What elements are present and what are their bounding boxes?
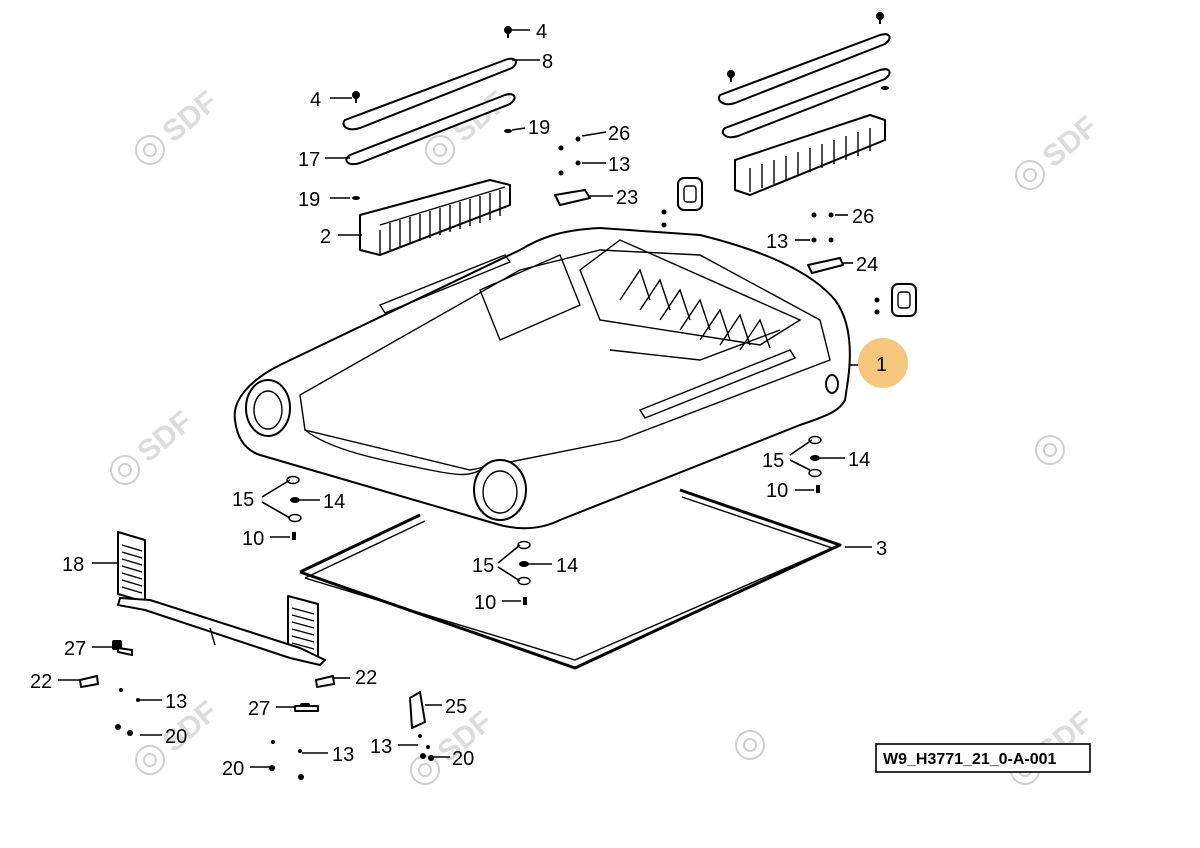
- callout-25[interactable]: 25: [445, 696, 467, 718]
- callout-19[interactable]: 19: [298, 189, 320, 211]
- filter-element-right[interactable]: [734, 114, 886, 196]
- clip-bracket-right[interactable]: [891, 283, 917, 317]
- callout-20[interactable]: 20: [452, 748, 474, 770]
- bracket-part-24[interactable]: [807, 257, 844, 274]
- callout-10[interactable]: 10: [766, 480, 788, 502]
- callout-22[interactable]: 22: [30, 671, 52, 693]
- callout-20[interactable]: 20: [165, 726, 187, 748]
- callout-2[interactable]: 2: [320, 226, 331, 248]
- callout-14[interactable]: 14: [556, 555, 578, 577]
- svg-text:SDF: SDF: [1037, 110, 1104, 174]
- drawing-reference-code: W9_H3771_21_0-A-001: [883, 751, 1057, 768]
- bracket-part-23[interactable]: [554, 189, 591, 206]
- mount-bracket-part-25[interactable]: [409, 691, 426, 729]
- callout-13[interactable]: 13: [332, 744, 354, 766]
- callout-15[interactable]: 15: [232, 489, 254, 511]
- leader-lines: [58, 29, 872, 768]
- callout-labels: 1 4 8 4 19 26 17 13 19 23 2 26 13 24 15 …: [30, 21, 887, 780]
- filter-cover-part-8[interactable]: [342, 57, 517, 166]
- callout-13[interactable]: 13: [165, 691, 187, 713]
- callout-1[interactable]: 1: [876, 354, 887, 376]
- callout-13[interactable]: 13: [608, 154, 630, 176]
- callout-17[interactable]: 17: [298, 149, 320, 171]
- drawing-reference-box: W9_H3771_21_0-A-001: [875, 743, 1091, 773]
- roof-housing-part-1[interactable]: [233, 227, 851, 530]
- callout-27[interactable]: 27: [248, 698, 270, 720]
- hardware-fasteners: [79, 12, 889, 780]
- callout-14[interactable]: 14: [848, 449, 870, 471]
- svg-text:SDF: SDF: [157, 85, 224, 149]
- callout-13[interactable]: 13: [370, 736, 392, 758]
- callout-23[interactable]: 23: [616, 187, 638, 209]
- clip-bracket-left[interactable]: [677, 177, 703, 211]
- filter-element-part-2[interactable]: [359, 179, 511, 256]
- seal-gasket-part-3[interactable]: [299, 488, 842, 670]
- highlight-circle: [858, 338, 908, 388]
- callout-26[interactable]: 26: [852, 206, 874, 228]
- callout-26[interactable]: 26: [608, 123, 630, 145]
- callout-15[interactable]: 15: [472, 555, 494, 577]
- callout-14[interactable]: 14: [323, 491, 345, 513]
- filter-cover-right[interactable]: [717, 33, 891, 139]
- grille-frame-part-18[interactable]: [117, 531, 326, 666]
- callout-8[interactable]: 8: [542, 51, 553, 73]
- callout-20[interactable]: 20: [222, 758, 244, 780]
- callout-4[interactable]: 4: [536, 21, 547, 43]
- callout-24[interactable]: 24: [856, 254, 878, 276]
- callout-3[interactable]: 3: [876, 538, 887, 560]
- callout-22[interactable]: 22: [355, 667, 377, 689]
- callout-15[interactable]: 15: [762, 450, 784, 472]
- callout-13[interactable]: 13: [766, 231, 788, 253]
- callout-10[interactable]: 10: [474, 592, 496, 614]
- callout-4[interactable]: 4: [310, 89, 321, 111]
- callout-27[interactable]: 27: [64, 638, 86, 660]
- callout-10[interactable]: 10: [242, 528, 264, 550]
- svg-text:SDF: SDF: [132, 405, 199, 469]
- callout-19[interactable]: 19: [528, 117, 550, 139]
- callout-18[interactable]: 18: [62, 554, 84, 576]
